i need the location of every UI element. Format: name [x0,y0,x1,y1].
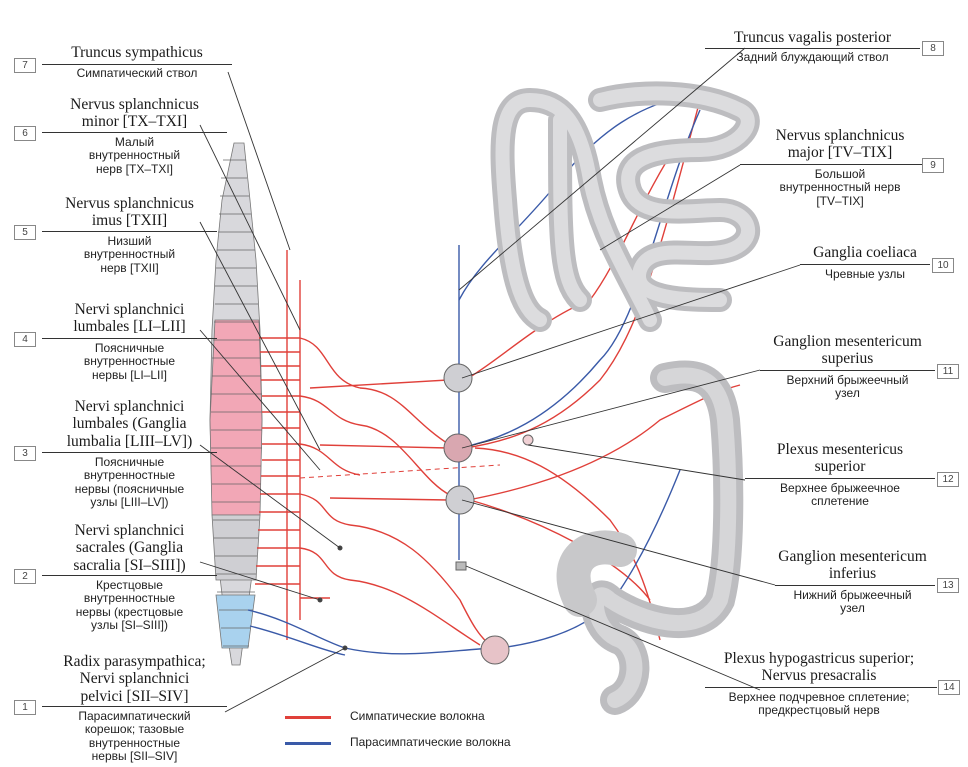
label-plexus-hypogastricus-russian: Верхнее подчревное сплетение; предкрестц… [700,691,938,718]
label-number-7: 7 [14,58,36,73]
legend-parasympathetic-swatch [285,742,331,745]
label-plexus-hypogastricus-latin: Plexus hypogastricus superior; Nervus pr… [700,650,938,685]
label-splanchnici-sacrales-latin: Nervi splanchnici sacrales (Ganglia sacr… [42,522,217,574]
label-rule [42,706,227,707]
label-splanchnicus-minor-russian: Малый внутренностный нерв [TX–TXI] [42,136,227,176]
label-rule [740,164,940,165]
label-rule [42,452,217,453]
label-number-11: 11 [937,364,959,379]
spinal-cord [210,143,262,665]
ganglia [318,364,534,664]
label-number-4: 4 [14,332,36,347]
label-number-2: 2 [14,569,36,584]
label-radix-parasympathica-latin: Radix parasympathica; Nervi splanchnici … [42,653,227,705]
label-number-1: 1 [14,700,36,715]
label-rule [42,338,217,339]
label-rule [42,575,217,576]
label-number-6: 6 [14,126,36,141]
label-splanchnicus-major-russian: Большой внутренностный нерв [TV–TIX] [740,168,940,208]
label-rule [42,132,227,133]
label-splanchnicus-imus-russian: Низший внутренностный нерв [TXII] [42,235,217,275]
label-splanchnicus-minor-latin: Nervus splanchnicus minor [TX–TXI] [42,96,227,131]
label-rule [705,687,937,688]
label-splanchnici-sacrales-russian: Крестцовые внутренностные нервы (крестцо… [42,579,217,633]
label-splanchnicus-imus-latin: Nervus splanchnicus imus [TXII] [42,195,217,230]
label-number-10: 10 [932,258,954,273]
label-rule [775,585,935,586]
label-rule [745,478,935,479]
legend-sympathetic-swatch [285,716,331,719]
label-rule [800,264,930,265]
label-rule [42,64,232,65]
label-truncus-vagalis-russian: Задний блуждающий ствол [705,51,920,64]
label-ganglion-mesentericum-inferius-latin: Ganglion mesentericum inferius [770,548,935,583]
label-number-12: 12 [937,472,959,487]
label-splanchnici-lumbales-latin: Nervi splanchnici lumbales [LI–LII] [42,301,217,336]
label-rule [42,231,217,232]
label-ganglia-lumbalia-russian: Поясничные внутренностные нервы (пояснич… [42,456,217,510]
label-splanchnici-lumbales-russian: Поясничные внутренностные нервы [LI–LII] [42,342,217,382]
label-radix-parasympathica-russian: Парасимпатический корешок; тазовые внутр… [42,710,227,764]
label-truncus-vagalis-latin: Truncus vagalis posterior [705,29,920,46]
legend-parasympathetic-label: Парасимпатические волокна [350,735,511,749]
label-ganglion-mesentericum-superius-russian: Верхний брыжеечный узел [760,374,935,401]
label-rule [760,370,935,371]
label-ganglia-coeliaca-latin: Ganglia coeliaca [800,244,930,261]
small-intestine [503,93,749,320]
label-ganglia-coeliaca-russian: Чревные узлы [800,268,930,281]
label-number-5: 5 [14,225,36,240]
label-number-14: 14 [938,680,960,695]
label-ganglia-lumbalia-latin: Nervi splanchnici lumbales (Ganglia lumb… [42,398,217,450]
label-plexus-mesentericus-latin: Plexus mesentericus superior [745,441,935,476]
legend-sympathetic-label: Симпатические волокна [350,709,485,723]
dashed-line [300,465,500,478]
label-splanchnicus-major-latin: Nervus splanchnicus major [TV–TIX] [740,127,940,162]
label-number-3: 3 [14,446,36,461]
label-number-13: 13 [937,578,959,593]
label-truncus-sympathicus-latin: Truncus sympathicus [42,44,232,61]
label-rule [705,48,920,49]
label-ganglion-mesentericum-inferius-russian: Нижний брыжеечный узел [770,589,935,616]
label-number-8: 8 [922,41,944,56]
label-ganglion-mesentericum-superius-latin: Ganglion mesentericum superius [760,333,935,368]
label-plexus-mesentericus-russian: Верхнее брыжеечное сплетение [745,482,935,509]
label-truncus-sympathicus-russian: Симпатический ствол [42,67,232,80]
